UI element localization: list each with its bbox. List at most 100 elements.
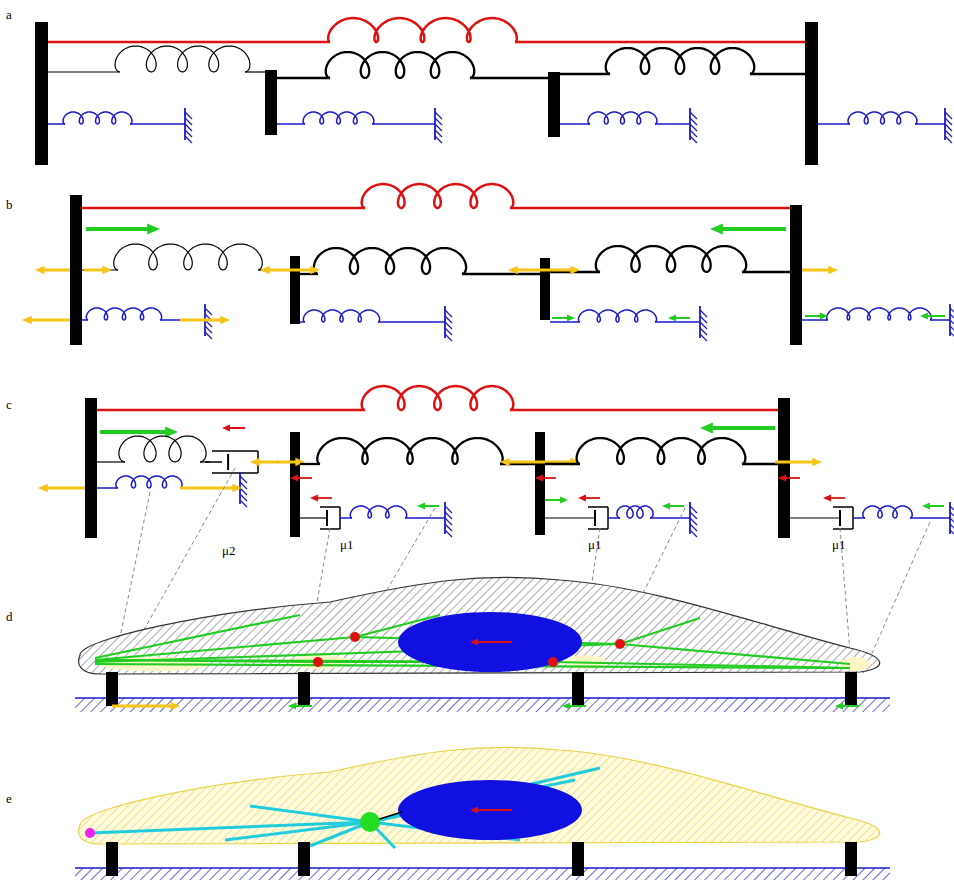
arrow-head [820,313,828,320]
spring-coil [596,246,746,272]
spring-lead [545,463,580,465]
ground-hatch [445,524,452,531]
force-arrow [84,269,105,272]
dashpot-rod [205,461,222,463]
spring-lead [510,207,790,210]
dashpot-cylinder [833,528,853,530]
arrow-head [560,497,568,504]
nucleus [398,612,582,672]
force-arrow [544,269,573,272]
force-arrow [710,426,775,430]
spring-lead [277,123,305,125]
arrow-head [812,458,822,466]
force-arrow [802,269,831,272]
spring [82,184,790,208]
ground-hatch [435,112,442,119]
plate [70,195,82,345]
dashpot [833,507,853,529]
ground-hatch [185,136,192,143]
force-arrow [507,461,540,464]
force-arrow [515,269,544,272]
ground-hatch [690,118,697,125]
ground-anchor [950,502,954,537]
dashpot-piston [326,510,328,526]
spring-coil [114,244,263,270]
cell-body [79,577,880,674]
ground-hatch [445,530,452,537]
arrow-head [828,266,838,274]
stress-fiber [620,644,850,664]
ground-hatch [690,512,697,519]
plate [572,672,584,706]
plate [805,22,818,165]
ground-hatch [700,316,707,323]
spring-lead [97,461,125,462]
force-arrow [775,461,815,464]
panel-letter: c [6,398,12,411]
arrow-head [470,807,478,814]
force-arrow [257,461,277,464]
dashpot-cylinder [212,450,258,452]
spring-lead [560,123,590,125]
force-arrow [29,319,70,322]
force-arrow [476,809,512,811]
ground-hatch [445,328,452,335]
ground-hatch [435,118,442,125]
ground-hatch [205,332,212,339]
arrow-head [417,503,425,510]
arrow-head [823,495,831,502]
panel-letter: e [6,792,12,805]
spring [48,18,805,42]
spring-lead [930,319,950,321]
arrow-head [700,422,713,433]
spring-lead [910,517,950,519]
plus-end-dot [85,828,95,838]
dashpot [320,507,340,529]
substrate-edge [75,867,890,869]
arrow-head [35,266,45,274]
spring-lead [372,123,435,125]
plate [35,22,48,165]
ground-hatch [690,112,697,119]
ground-hatch [240,500,247,507]
arrow-head [310,266,320,274]
spring-lead [48,123,65,125]
dashpot-cylinder [320,506,340,508]
viscosity-label: μ1 [832,538,845,551]
force-arrow [294,705,312,707]
spring [97,476,240,488]
myosin-dot [548,657,558,667]
plate [778,398,790,538]
spring-coil [326,52,475,78]
force-arrow [476,641,512,643]
arrow-head [220,316,230,324]
spring [277,52,548,78]
spring-lead [405,517,445,519]
plate [548,72,560,137]
ground-hatch [945,118,952,125]
plate [540,258,550,320]
spring-coil [863,506,912,518]
ground-hatch [205,326,212,333]
spring-coil [328,18,517,42]
myosin-dot [615,639,625,649]
myosin-dot [350,632,360,642]
spring-lead [650,517,690,519]
force-arrow [552,317,569,319]
spring-coil [116,476,182,488]
ground-hatch [690,506,697,513]
spring-lead [515,41,805,44]
force-arrow [180,487,235,490]
force-arrow [841,705,859,707]
force-arrow [541,477,556,479]
force-arrow [267,269,290,272]
ground-hatch [205,308,212,315]
plate [535,432,545,535]
spring [818,112,945,124]
spring-lead [130,123,185,125]
plate [290,432,300,537]
arrow-head [470,639,478,646]
ground-anchor [950,304,954,339]
plate [290,256,300,324]
spring-coil [86,308,161,320]
